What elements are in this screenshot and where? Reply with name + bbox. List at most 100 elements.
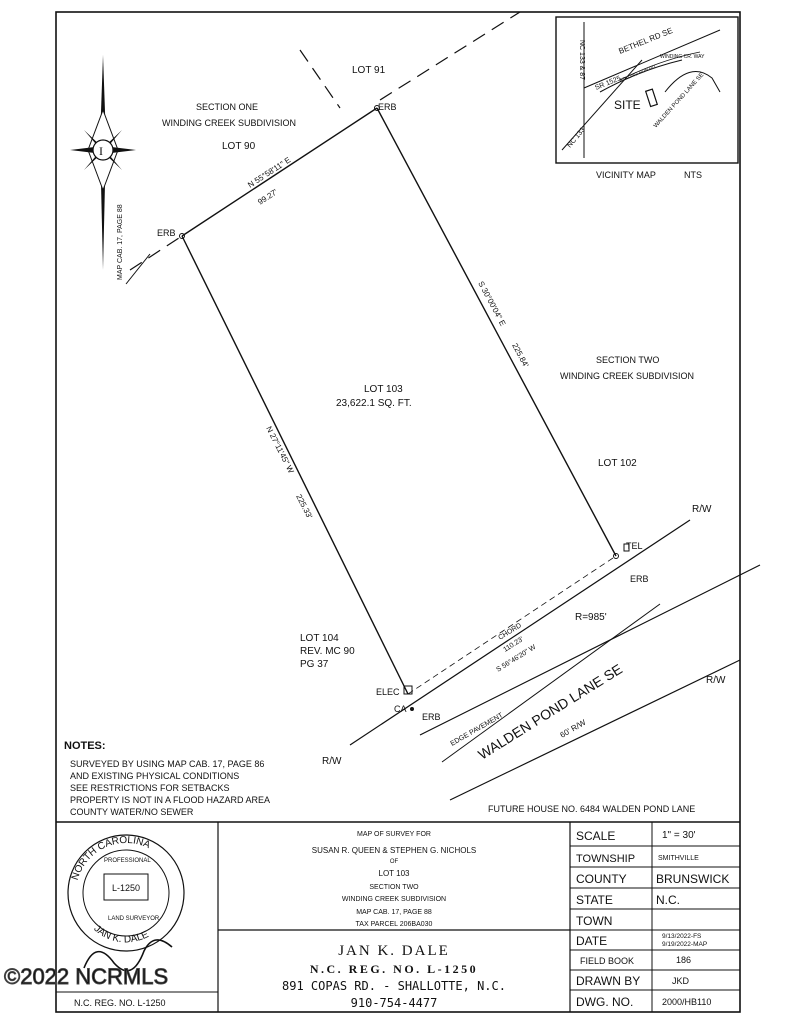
label-elec: ELEC (376, 687, 400, 697)
vicinity-road-walden (664, 71, 721, 93)
surveyor-phone: 910-754-4477 (351, 996, 438, 1010)
vicinity-road-sr1525 (599, 59, 683, 93)
boundary-west (181, 235, 409, 695)
label-future-house: FUTURE HOUSE NO. 6484 WALDEN POND LANE (488, 804, 695, 814)
notes-block: NOTES: SURVEYED BY USING MAP CAB. 17, PA… (64, 740, 270, 817)
seal-land-surveyor: LAND SURVEYOR (108, 916, 160, 922)
title-line: OF (390, 859, 399, 865)
label-subdivision-two: WINDING CREEK SUBDIVISION (560, 371, 694, 381)
lot-line-extension-91 (299, 49, 341, 109)
notes-title: NOTES: (64, 740, 106, 752)
label-radius: R=985' (575, 612, 607, 623)
seal-name: JAN K. DALE (91, 923, 150, 945)
rw-line-north (349, 519, 691, 746)
road-centerline (441, 603, 661, 763)
info-value-field-book: 186 (676, 955, 691, 965)
lot-line-extension-north (379, 11, 521, 101)
note-line: AND EXISTING PHYSICAL CONDITIONS (70, 771, 239, 781)
note-line: SURVEYED BY USING MAP CAB. 17, PAGE 86 (70, 759, 264, 769)
edge-pavement-line (419, 564, 761, 736)
label-dist-east: 225.84' (510, 342, 530, 370)
label-rw-southeast: R/W (706, 675, 726, 686)
label-rw-east: R/W (692, 504, 712, 515)
title-line: SUSAN R. QUEEN & STEPHEN G. NICHOLS (312, 846, 476, 855)
title-line: SECTION TWO (369, 884, 419, 891)
vicinity-label-site: SITE (614, 98, 641, 112)
label-erb-west: ERB (157, 228, 176, 238)
label-road-width: 60' R/W (559, 718, 588, 740)
label-subdivision-one: WINDING CREEK SUBDIVISION (162, 118, 296, 128)
info-value-date-map: 9/19/2022-MAP (662, 941, 707, 948)
label-tel: TEL (626, 541, 643, 551)
note-line: COUNTY WATER/NO SEWER (70, 807, 194, 817)
north-arrow-icon: I (70, 55, 136, 270)
north-arrow-mark: I (99, 144, 103, 158)
title-line: MAP OF SURVEY FOR (357, 831, 431, 838)
leader-map-cab (125, 253, 151, 285)
label-bearing-north: N 55°58'11" E (246, 155, 292, 189)
title-line: WINDING CREEK SUBDIVISION (342, 896, 446, 903)
vicinity-map: BETHEL RD SE NC 133 & 87 WINDING CR. WAY… (555, 16, 739, 180)
title-line: LOT 103 (379, 869, 411, 878)
surveyor-name: JAN K. DALE (338, 943, 450, 959)
label-bearing-west: N 27°11'45" W (264, 425, 296, 475)
surveyor-reg: N.C. REG. NO. L-1250 (310, 962, 478, 976)
rw-line-south (449, 659, 741, 801)
vicinity-label-walden: WALDEN POND LANE SE (653, 72, 705, 129)
label-erb-south: ERB (422, 712, 441, 722)
info-label-field-book: FIELD BOOK (580, 956, 634, 966)
vicinity-label-winding: WINDING CR. WAY (660, 54, 705, 60)
info-label-dwg-no: DWG. NO. (576, 995, 633, 1009)
vicinity-road-nc133 (561, 59, 643, 151)
vicinity-nts: NTS (684, 170, 702, 180)
seal-number: L-1250 (112, 883, 140, 893)
seal-reg-footer: N.C. REG. NO. L-1250 (74, 998, 166, 1008)
erb-marker-west (179, 233, 185, 239)
signature-icon (83, 939, 173, 972)
label-map-cab-ref: MAP CAB. 17, PAGE 88 (117, 204, 124, 280)
info-value-dwg-no: 2000/HB110 (662, 997, 711, 1007)
erb-marker-east (613, 553, 619, 559)
label-road-name: WALDEN POND LANE SE (475, 661, 625, 763)
boundary-north (181, 107, 378, 237)
note-line: PROPERTY IS NOT IN A FLOOD HAZARD AREA (70, 795, 270, 805)
info-value-drawn-by: JKD (672, 976, 690, 986)
vicinity-map-frame (555, 16, 739, 164)
label-lot-104: LOT 104 (300, 633, 339, 644)
label-lot-103-area: 23,622.1 SQ. FT. (336, 398, 412, 409)
surveyor-address: 891 COPAS RD. - SHALLOTTE, N.C. (282, 979, 506, 993)
info-label-county: COUNTY (576, 872, 627, 886)
info-label-date: DATE (576, 934, 607, 948)
label-erb-north: ERB (378, 102, 397, 112)
label-section-two: SECTION TWO (596, 355, 659, 365)
vicinity-site-marker (644, 88, 659, 108)
lot-103-boundary (181, 107, 617, 695)
vicinity-road-bethel (583, 29, 721, 89)
info-value-scale: 1" = 30' (662, 830, 696, 841)
info-value-township: SMITHVILLE (658, 855, 699, 862)
vicinity-label-rolling: ROLLING RUN RD (619, 64, 657, 83)
label-lot-90: LOT 90 (222, 141, 256, 152)
seal-professional: PROFESSIONAL (104, 858, 151, 864)
note-line: SEE RESTRICTIONS FOR SETBACKS (70, 783, 230, 793)
info-label-state: STATE (576, 893, 613, 907)
boundary-east (376, 107, 617, 557)
tel-pedestal-icon (623, 543, 630, 552)
elec-box-icon (403, 685, 413, 695)
info-label-town: TOWN (576, 914, 612, 928)
lot-line-extension-west (129, 235, 183, 271)
label-dist-north: 99.27' (256, 187, 279, 207)
boundary-chord (407, 555, 617, 695)
watermark: ©2022 NCRMLS (4, 964, 168, 989)
vicinity-label-bethel: BETHEL RD SE (617, 26, 674, 56)
vicinity-road-winding (619, 51, 701, 81)
label-lot-91: LOT 91 (352, 65, 386, 76)
label-erb-east: ERB (630, 574, 649, 584)
label-rw-west: R/W (322, 756, 342, 767)
info-label-drawn-by: DRAWN BY (576, 974, 640, 988)
info-value-state: N.C. (656, 893, 680, 907)
sheet-border (55, 11, 741, 1013)
label-ca: CA (394, 704, 407, 714)
label-lot-104-pg: PG 37 (300, 659, 329, 670)
